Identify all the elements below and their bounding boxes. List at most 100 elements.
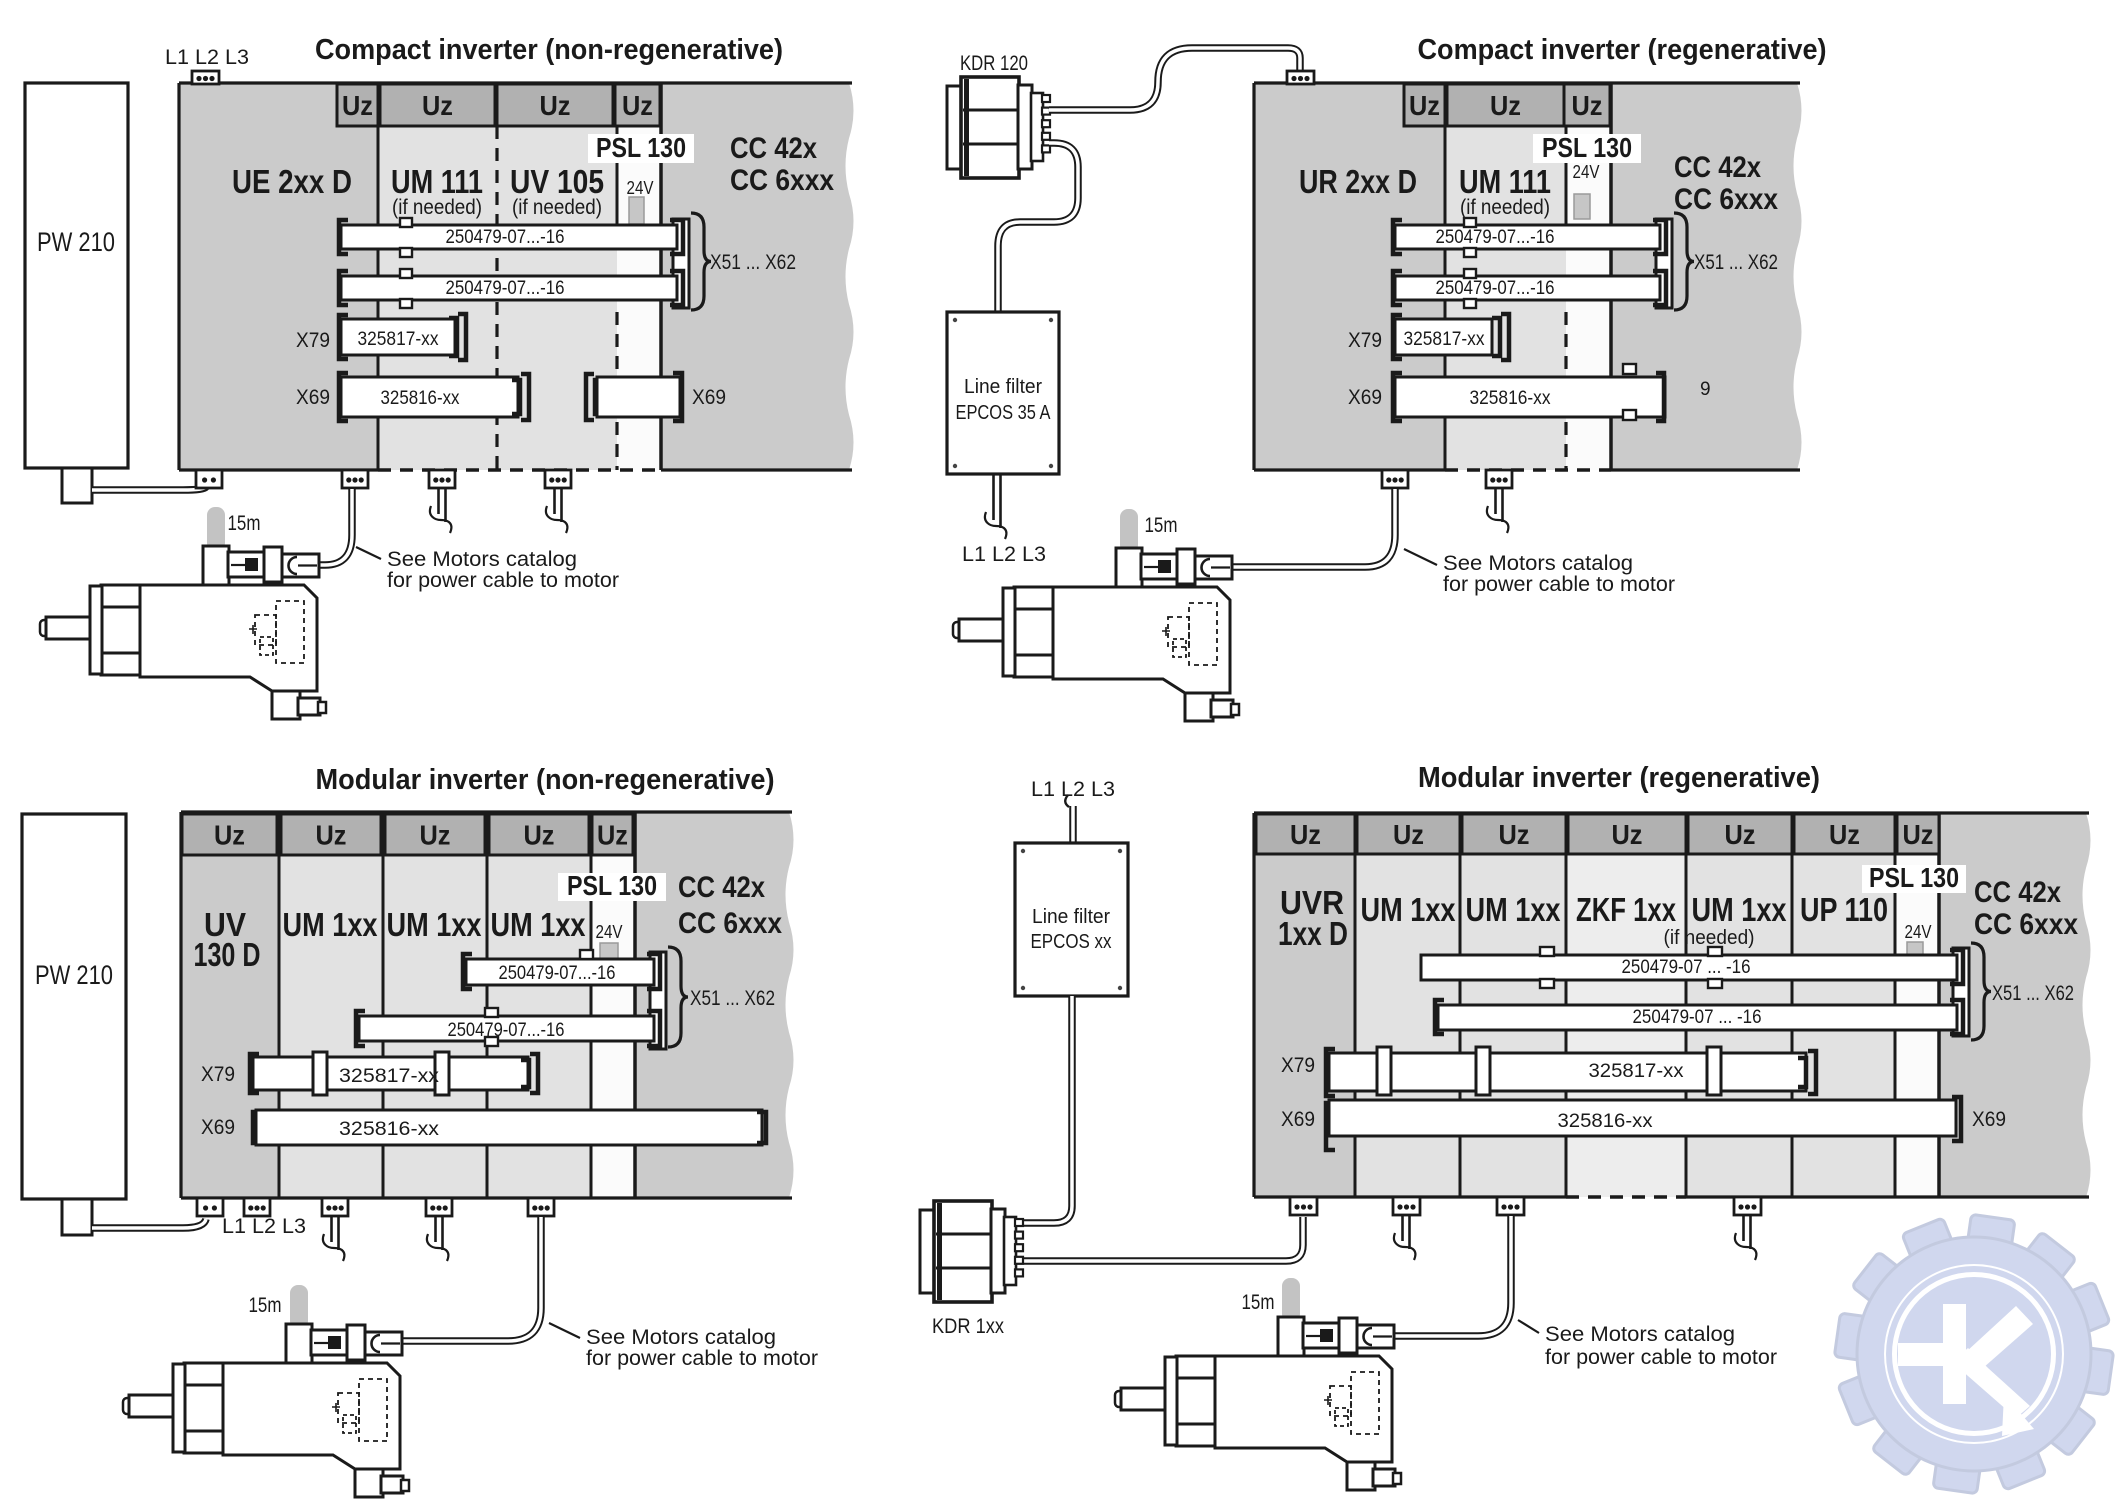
svg-text:250479-07...-16: 250479-07...-16	[446, 277, 565, 299]
svg-text:for power cable to motor: for power cable to motor	[586, 1347, 818, 1370]
svg-text:for power cable to motor: for power cable to motor	[387, 569, 619, 592]
svg-text:UE 2xx D: UE 2xx D	[232, 163, 352, 200]
svg-text:Uz: Uz	[622, 90, 653, 121]
svg-text:Modular inverter (regenerative: Modular inverter (regenerative)	[1418, 762, 1820, 794]
svg-text:24V: 24V	[596, 922, 623, 942]
svg-text:250479-07...-16: 250479-07...-16	[1436, 226, 1555, 248]
svg-text:EPCOS 35 A: EPCOS 35 A	[956, 402, 1052, 424]
svg-text:X51 ... X62: X51 ... X62	[1694, 251, 1778, 274]
svg-text:Uz: Uz	[1290, 819, 1321, 850]
svg-text:250479-07...-16: 250479-07...-16	[448, 1019, 565, 1041]
svg-text:X51 ... X62: X51 ... X62	[710, 251, 796, 274]
svg-text:Uz: Uz	[597, 820, 628, 851]
svg-text:CC 42x: CC 42x	[1674, 151, 1761, 184]
svg-text:X69: X69	[1972, 1108, 2006, 1131]
svg-text:130 D: 130 D	[194, 936, 261, 973]
svg-text:(if needed): (if needed)	[392, 196, 482, 219]
svg-text:250479-07...-16: 250479-07...-16	[446, 226, 565, 248]
svg-text:Uz: Uz	[524, 820, 555, 851]
svg-text:Uz: Uz	[316, 820, 347, 851]
svg-text:15m: 15m	[228, 512, 261, 535]
svg-text:UM 111: UM 111	[391, 163, 483, 200]
svg-text:X79: X79	[1348, 329, 1382, 352]
svg-text:CC 42x: CC 42x	[1974, 876, 2061, 909]
svg-text:X51 ... X62: X51 ... X62	[1992, 982, 2074, 1005]
svg-text:325816-xx: 325816-xx	[1470, 387, 1551, 409]
svg-text:PW 210: PW 210	[35, 960, 113, 990]
svg-text:EPCOS xx: EPCOS xx	[1031, 931, 1112, 953]
svg-text:CC 42x: CC 42x	[678, 871, 765, 904]
svg-text:Uz: Uz	[1572, 90, 1603, 121]
svg-text:Uz: Uz	[420, 820, 451, 851]
svg-text:X51 ... X62: X51 ... X62	[690, 987, 775, 1010]
svg-text:X69: X69	[1348, 386, 1382, 409]
svg-text:UM 111: UM 111	[1459, 163, 1551, 200]
svg-text:CC 6xxx: CC 6xxx	[1974, 908, 2078, 941]
svg-text:325817-xx: 325817-xx	[1589, 1060, 1684, 1082]
svg-text:Compact inverter (non-regenera: Compact inverter (non-regenerative)	[315, 34, 783, 66]
svg-text:KDR 120: KDR 120	[960, 52, 1028, 75]
svg-text:Uz: Uz	[422, 90, 453, 121]
svg-text:250479-07...-16: 250479-07...-16	[1436, 277, 1555, 299]
svg-text:KDR 1xx: KDR 1xx	[932, 1315, 1004, 1338]
svg-text:UM 1xx: UM 1xx	[387, 906, 483, 943]
svg-text:24V: 24V	[1905, 922, 1932, 942]
svg-text:UM 1xx: UM 1xx	[283, 906, 379, 943]
svg-text:PW 210: PW 210	[37, 227, 115, 257]
svg-text:UM 1xx: UM 1xx	[1361, 891, 1457, 928]
svg-text:UP 110: UP 110	[1800, 891, 1888, 928]
svg-text:250479-07 ... -16: 250479-07 ... -16	[1633, 1006, 1762, 1028]
svg-text:for power cable to motor: for power cable to motor	[1545, 1346, 1777, 1369]
svg-text:Line filter: Line filter	[1032, 906, 1110, 928]
svg-text:UM 1xx: UM 1xx	[1466, 891, 1562, 928]
svg-text:Modular inverter (non-regenera: Modular inverter (non-regenerative)	[316, 764, 775, 796]
svg-text:325816-xx: 325816-xx	[381, 387, 460, 409]
svg-text:Uz: Uz	[1393, 819, 1424, 850]
svg-text:Uz: Uz	[1409, 90, 1440, 121]
svg-text:325817-xx: 325817-xx	[358, 328, 439, 350]
svg-text:Uz: Uz	[1829, 819, 1860, 850]
svg-text:See Motors catalog: See Motors catalog	[1443, 552, 1633, 575]
svg-text:See Motors catalog: See Motors catalog	[1545, 1323, 1735, 1346]
svg-text:24V: 24V	[1573, 162, 1600, 182]
svg-text:UM 1xx: UM 1xx	[1692, 891, 1788, 928]
svg-text:UV: UV	[204, 906, 246, 943]
svg-text:PSL 130: PSL 130	[567, 870, 657, 901]
svg-text:325816-xx: 325816-xx	[339, 1118, 439, 1140]
svg-text:325817-xx: 325817-xx	[339, 1065, 439, 1087]
svg-text:Uz: Uz	[1903, 819, 1934, 850]
svg-text:UM 1xx: UM 1xx	[491, 906, 587, 943]
svg-text:250479-07...-16: 250479-07...-16	[499, 962, 616, 984]
svg-text:X79: X79	[201, 1063, 235, 1086]
svg-text:15m: 15m	[1242, 1291, 1275, 1314]
svg-text:X69: X69	[1281, 1108, 1315, 1131]
svg-text:X69: X69	[692, 386, 726, 409]
svg-text:24V: 24V	[627, 178, 654, 198]
svg-text:Uz: Uz	[1490, 90, 1521, 121]
svg-text:(if needed): (if needed)	[1460, 196, 1550, 219]
svg-text:CC 6xxx: CC 6xxx	[678, 907, 782, 940]
svg-text:UR 2xx D: UR 2xx D	[1299, 163, 1417, 200]
svg-text:UVR: UVR	[1280, 884, 1344, 921]
svg-text:Line filter: Line filter	[964, 376, 1042, 398]
svg-text:L1 L2 L3: L1 L2 L3	[1031, 778, 1115, 801]
svg-text:Uz: Uz	[342, 90, 373, 121]
svg-text:(if needed): (if needed)	[512, 196, 602, 219]
svg-text:for power cable to motor: for power cable to motor	[1443, 573, 1675, 596]
svg-text:CC 6xxx: CC 6xxx	[1674, 183, 1778, 216]
svg-text:UV 105: UV 105	[510, 163, 604, 200]
svg-text:Uz: Uz	[1499, 819, 1530, 850]
svg-text:L1 L2 L3: L1 L2 L3	[165, 46, 249, 69]
svg-text:PSL 130: PSL 130	[596, 132, 686, 163]
svg-text:See Motors catalog: See Motors catalog	[586, 1326, 776, 1349]
svg-text:PSL 130: PSL 130	[1869, 862, 1959, 893]
svg-text:See Motors catalog: See Motors catalog	[387, 548, 577, 571]
svg-text:(if needed): (if needed)	[1664, 927, 1755, 949]
svg-text:PSL 130: PSL 130	[1542, 132, 1632, 163]
svg-text:250479-07 ... -16: 250479-07 ... -16	[1622, 956, 1751, 978]
svg-text:CC 42x: CC 42x	[730, 132, 817, 165]
svg-text:L1 L2 L3: L1 L2 L3	[962, 543, 1046, 566]
svg-text:15m: 15m	[249, 1294, 282, 1317]
svg-text:CC 6xxx: CC 6xxx	[730, 164, 834, 197]
svg-text:15m: 15m	[1145, 514, 1178, 537]
